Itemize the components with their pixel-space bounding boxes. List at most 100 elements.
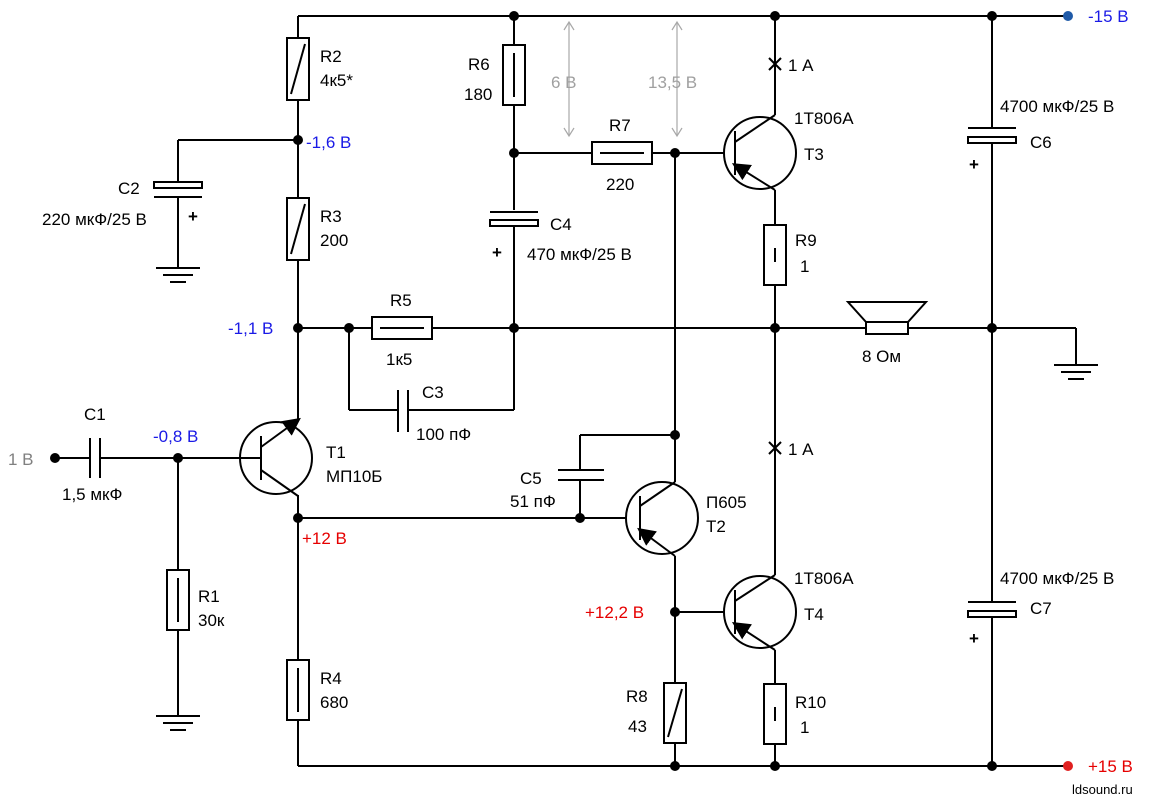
voltage-t2-emitter: +12,2 В [585,603,644,622]
r5-name: R5 [390,291,412,310]
c4-plus: + [492,243,502,262]
ground-output [1054,364,1098,380]
r5-value: 1к5 [386,350,412,369]
r1-name: R1 [198,587,220,606]
t4-name: T4 [804,605,824,624]
ground-r1 [156,715,200,731]
r9-name: R9 [795,231,817,250]
resistor-r3 [286,197,310,261]
c3-name: C3 [422,383,444,402]
capacitor-c4 [489,211,539,328]
t3-type: 1Т806А [794,109,854,128]
t1-type: МП10Б [326,467,382,486]
watermark: ldsound.ru [1072,782,1133,797]
resistor-r4 [286,659,310,721]
c5-name: C5 [520,469,542,488]
c2-value: 220 мкФ/25 В [42,210,147,229]
annotation-r6-drop-arrow [563,20,575,138]
c1-value: 1,5 мкФ [62,485,122,504]
annotation-r6-drop: 6 В [551,73,577,92]
positive-rail-label: +15 В [1088,757,1133,776]
transistor-t4 [723,574,797,651]
current-marker-t3 [768,57,782,71]
r4-name: R4 [320,669,342,688]
r1-value: 30к [198,611,225,630]
node-c6-top [987,11,997,21]
negative-rail-label: -15 В [1088,7,1129,26]
capacitor-c6 [967,127,1017,144]
t1-name: T1 [326,443,346,462]
r8-value: 43 [628,717,647,736]
voltage-r2-r3: -1,6 В [306,133,351,152]
c4-name: C4 [550,215,572,234]
c6-plus: + [969,155,979,174]
c5-value: 51 пФ [510,492,556,511]
r2-name: R2 [320,47,342,66]
transistor-t2 [625,481,699,557]
annotation-r7-drop-arrow [671,20,683,138]
resistor-r10 [763,683,787,745]
r8-name: R8 [626,687,648,706]
c2-plus: + [188,207,198,226]
transistor-t3 [723,114,797,191]
current-t4: 1 А [788,440,814,459]
r6-value: 180 [464,85,492,104]
c7-value: 4700 мкФ/25 В [1000,569,1114,588]
current-t3: 1 А [788,56,814,75]
node-r2-r3 [293,135,303,145]
t3-name: T3 [804,145,824,164]
resistor-r7 [514,141,735,165]
c6-name: C6 [1030,133,1052,152]
voltage-output: -1,1 В [228,319,273,338]
c7-name: C7 [1030,599,1052,618]
resistor-r2 [286,37,310,101]
positive-rail-terminal [1063,761,1073,771]
annotation-r7-drop: 13,5 В [648,73,697,92]
r10-value: 1 [800,718,809,737]
c6-value: 4700 мкФ/25 В [1000,97,1114,116]
r3-value: 200 [320,231,348,250]
speaker-icon [845,301,929,335]
speaker-value: 8 Ом [862,347,901,366]
r10-name: R10 [795,693,826,712]
c3-value: 100 пФ [416,425,471,444]
c7-plus: + [969,629,979,648]
current-marker-t4 [768,441,782,455]
node-r10-bottom [770,761,780,771]
c2-name: C2 [118,179,140,198]
r7-name: R7 [609,116,631,135]
t4-type: 1Т806А [794,569,854,588]
r2-value: 4к5* [320,71,353,90]
resistor-r1 [166,458,190,716]
t4-wires [675,328,776,766]
r9-value: 1 [800,257,809,276]
c4-value: 470 мкФ/25 В [527,245,632,264]
c1-name: C1 [84,405,106,424]
transistor-t1 [178,417,313,497]
node-t3-collector [770,11,780,21]
r3-name: R3 [320,207,342,226]
t2-type: П605 [706,493,747,512]
t2-name: T2 [706,517,726,536]
r6-name: R6 [468,55,490,74]
r4-value: 680 [320,693,348,712]
voltage-t1-collector: +12 В [302,529,347,548]
node-r8-bottom [670,761,680,771]
resistor-r6 [502,16,526,210]
resistor-r5 [371,316,433,340]
node-c7-bottom [987,761,997,771]
negative-rail-terminal [1063,11,1073,21]
capacitor-c7 [967,601,1017,618]
voltage-t1-base: -0,8 В [153,427,198,446]
capacitor-c1 [55,438,178,478]
resistor-r8 [663,682,687,744]
capacitor-c5 [558,434,675,518]
ground-c2 [156,267,200,283]
node-r6-top [509,11,519,21]
r7-value: 220 [606,175,634,194]
capacitor-c2-branch [153,139,298,268]
input-level: 1 В [8,450,34,469]
node-c-mid [987,323,997,333]
resistor-r9 [763,224,787,286]
